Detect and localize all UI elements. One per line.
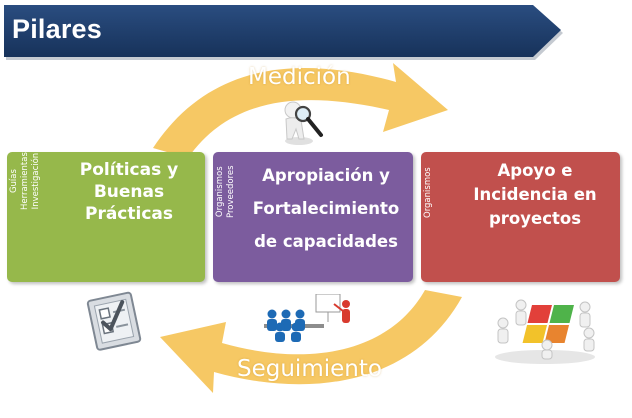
title-line: proyectos [488,209,582,228]
pillar-apropiacion: Organismos Proveedores Apropiación y For… [213,152,413,282]
banner-title: Pilares [12,14,102,44]
title-line: Apropiación y [262,166,390,185]
magnifier-figure-icon [284,101,323,145]
bottom-cycle-arrow [160,290,462,393]
top-cycle-arrow [153,63,448,158]
title-line: Políticas y [79,160,179,180]
pillar-apoyo-title: Apoyo e Incidencia en proyectos [451,159,619,231]
checklist-icon [86,291,142,351]
title-line: Prácticas [84,204,173,224]
title-line: Apoyo e [497,161,573,180]
pillar-politicas-side-labels: Guías Herramientas Investigación [7,152,47,212]
puzzle-team-icon [495,299,595,364]
title-line: Buenas [93,182,165,202]
side-label-organismos: Organismos [423,167,433,218]
side-label-proveedores: Proveedores [226,165,236,218]
banner-shape [4,5,563,60]
side-label-herramientas: Herramientas [20,152,30,210]
side-label-organismos: Organismos [215,166,225,218]
side-label-investigacion: Investigación [31,152,41,210]
title-line: de capacidades [254,232,398,251]
teaching-group-icon [264,294,350,342]
seguimiento-label: Seguimiento [237,356,382,382]
medicion-label: Medición [248,64,351,90]
side-label-guias: Guías [9,169,19,194]
title-line: Incidencia en [473,185,597,204]
title-line: Fortalecimiento [252,199,400,218]
pillar-apoyo: Organismos Apoyo e Incidencia en proyect… [421,152,620,282]
pillar-apropiacion-title: Apropiación y Fortalecimiento de capacid… [241,159,411,258]
pillar-politicas-title: Políticas y Buenas Prácticas [55,159,203,225]
pillar-politicas: Guías Herramientas Investigación Polític… [7,152,205,282]
